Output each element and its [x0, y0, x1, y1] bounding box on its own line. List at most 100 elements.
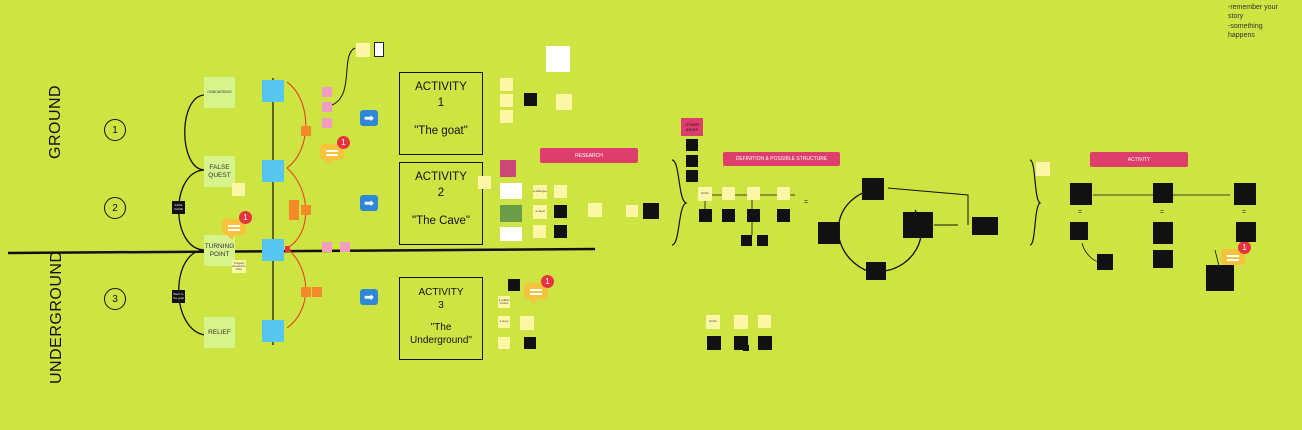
definition-tag[interactable]: DEFINITION & POSSIBLE STRUCTURE: [723, 152, 840, 166]
cycle-note[interactable]: [903, 212, 933, 238]
dialogue-note[interactable]: a dialogue: [533, 185, 547, 199]
comment-bubble[interactable]: 1: [320, 136, 350, 165]
note[interactable]: [743, 345, 749, 351]
story-note[interactable]: a story: [498, 316, 510, 328]
note[interactable]: [498, 337, 510, 349]
pink-note[interactable]: [322, 87, 332, 97]
note[interactable]: [554, 185, 567, 198]
note[interactable]: [686, 155, 698, 167]
orange-note[interactable]: [289, 200, 299, 210]
orange-note[interactable]: [289, 210, 299, 220]
activity-note[interactable]: [1206, 265, 1234, 291]
doc-thumbnail[interactable]: [546, 46, 570, 72]
orange-note[interactable]: [301, 287, 311, 297]
note[interactable]: [777, 187, 790, 200]
note[interactable]: [741, 235, 752, 246]
turning-sub-label: Tragedy showed to flow: [232, 260, 246, 272]
note[interactable]: [520, 316, 534, 330]
note[interactable]: [524, 93, 537, 106]
research-tag[interactable]: RESEARCH: [540, 148, 638, 163]
cycle-note[interactable]: [862, 178, 884, 200]
orange-note[interactable]: [312, 287, 322, 297]
activity-note[interactable]: [1097, 254, 1113, 270]
note[interactable]: [588, 203, 602, 217]
top-note[interactable]: [356, 43, 370, 57]
note[interactable]: [757, 235, 768, 246]
note[interactable]: [777, 209, 790, 222]
doc-thumbnail[interactable]: [500, 183, 522, 199]
false-quest-sticky[interactable]: FALSE QUEST: [204, 156, 235, 187]
activity-note[interactable]: [1070, 183, 1092, 205]
turning-point-sticky[interactable]: TURNING POINT: [204, 235, 235, 266]
equals-sign: =: [804, 199, 809, 206]
note[interactable]: [556, 94, 572, 110]
note[interactable]: [533, 225, 546, 238]
note[interactable]: [524, 337, 536, 349]
doc-thumbnail[interactable]: [500, 227, 522, 241]
note[interactable]: [747, 209, 760, 222]
ritual-note[interactable]: a ritual: [533, 205, 547, 219]
image-thumbnail[interactable]: [500, 160, 516, 177]
note[interactable]: [554, 205, 567, 218]
orange-note[interactable]: [301, 126, 311, 136]
orange-note[interactable]: [301, 205, 311, 215]
cycle-note[interactable]: [818, 222, 840, 244]
comment-bubble[interactable]: 1: [1221, 241, 1251, 270]
note[interactable]: [734, 315, 748, 329]
note[interactable]: [500, 110, 513, 123]
note[interactable]: [747, 187, 760, 200]
activity-note[interactable]: [1234, 183, 1256, 205]
pink-note[interactable]: [322, 118, 332, 128]
activity-tag[interactable]: ACTIVITY: [1090, 152, 1188, 167]
note[interactable]: [707, 336, 721, 350]
activity-2-title: ACTIVITY: [415, 171, 467, 183]
note[interactable]: [699, 209, 712, 222]
blue-note-4[interactable]: [262, 320, 284, 342]
top-card[interactable]: [374, 42, 384, 57]
activity-3-box[interactable]: ACTIVITY 3 "The Underground": [399, 277, 483, 360]
note[interactable]: [643, 203, 659, 219]
other-ideas-note[interactable]: OTHER IDEAS: [681, 118, 703, 136]
note[interactable]: [758, 315, 771, 328]
note[interactable]: [626, 205, 638, 217]
activity-note[interactable]: [1153, 250, 1173, 268]
fake-game-note[interactable]: FAKE GAME: [172, 201, 185, 214]
onboarding-sticky[interactable]: ONBOARDING: [204, 77, 235, 108]
riddle-note[interactable]: a riddle/ choice: [498, 296, 510, 308]
note[interactable]: [722, 187, 735, 200]
cycle-note[interactable]: [866, 262, 886, 280]
comment-bubble[interactable]: 1: [524, 275, 554, 304]
goal-note[interactable]: GOAL: [706, 315, 720, 329]
note[interactable]: [508, 279, 520, 291]
activity-note[interactable]: [1236, 222, 1256, 242]
goal-note[interactable]: GOAL: [698, 187, 712, 201]
pink-note[interactable]: [322, 102, 332, 112]
blue-note-3[interactable]: [262, 239, 284, 261]
activity-note[interactable]: [1153, 222, 1173, 244]
note[interactable]: [758, 336, 772, 350]
note[interactable]: [500, 78, 513, 91]
blue-note-2[interactable]: [262, 160, 284, 182]
activity-1-box[interactable]: ACTIVITY 1 "The goat": [399, 72, 483, 155]
activity-note[interactable]: [1153, 183, 1173, 203]
pink-note[interactable]: [322, 242, 332, 252]
blue-note-1[interactable]: [262, 80, 284, 102]
note[interactable]: [686, 170, 698, 182]
note[interactable]: [722, 209, 735, 222]
activity-note[interactable]: [1070, 222, 1088, 240]
cycle-note[interactable]: [972, 217, 998, 235]
note[interactable]: [500, 94, 513, 107]
yellow-note[interactable]: [232, 183, 245, 196]
note[interactable]: [478, 176, 491, 189]
back-to-goat-note[interactable]: Back to the goat: [172, 290, 185, 303]
relief-sticky[interactable]: RELIEF: [204, 317, 235, 348]
image-thumbnail[interactable]: [500, 205, 522, 222]
note[interactable]: [686, 139, 698, 151]
activity-2-box[interactable]: ACTIVITY 2 "The Cave": [399, 162, 483, 245]
turning-sub-note[interactable]: Tragedy showed to flow: [232, 260, 246, 273]
note[interactable]: [554, 225, 567, 238]
note[interactable]: [1036, 162, 1050, 176]
comment-bubble[interactable]: 1: [222, 211, 252, 240]
pink-note[interactable]: [340, 242, 350, 252]
